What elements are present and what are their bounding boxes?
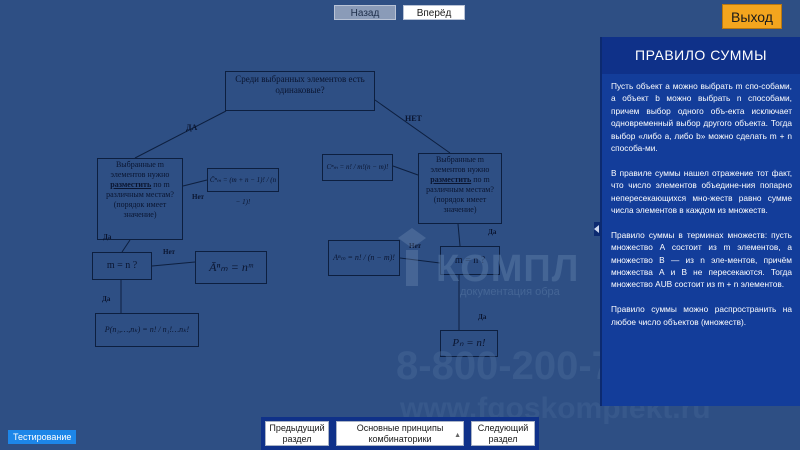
connector-right-no xyxy=(392,165,419,176)
topic-select[interactable]: Основные принципы комбинаторики ▲ xyxy=(336,421,464,446)
exit-button[interactable]: Выход xyxy=(722,4,782,29)
rule-body: Пусть объект а можно выбрать m спо-собам… xyxy=(602,74,800,328)
left-no-label: Нет xyxy=(192,193,204,201)
right-mn-text: m = n ? xyxy=(454,255,486,266)
topic-select-label: Основные принципы комбинаторики xyxy=(356,423,444,444)
rule-paragraph: В правиле суммы нашел отражение тот факт… xyxy=(611,167,792,216)
left-yes-label: Да xyxy=(103,233,112,241)
right-mn-box: m = n ? xyxy=(440,246,500,275)
left-question-box: Выбранные m элементов нужно разместить п… xyxy=(97,158,183,240)
testing-button[interactable]: Тестирование xyxy=(8,430,77,444)
connector-left-mn-no xyxy=(151,261,196,267)
panel-collapse-handle[interactable] xyxy=(594,222,600,236)
question-text: Среди выбранных элементов есть одинаковы… xyxy=(235,74,365,95)
rule-panel: ПРАВИЛО СУММЫ Пусть объект а можно выбра… xyxy=(600,37,800,406)
left-box-key: разместить xyxy=(110,180,152,189)
formula-permutations: Pₙ = n! xyxy=(440,330,498,357)
rule-paragraph: Правило суммы можно распространить на лю… xyxy=(611,304,792,327)
right-question-box: Выбранные m элементов нужно разместить п… xyxy=(418,153,502,224)
connector-yes xyxy=(134,110,227,159)
forward-button[interactable]: Вперёд xyxy=(403,5,465,20)
right-box-key: разместить xyxy=(430,175,472,184)
rule-paragraph: Пусть объект а можно выбрать m спо-собам… xyxy=(611,81,792,154)
right-box-pre: Выбранные m элементов нужно xyxy=(430,155,490,174)
formula-combinations-with-repetition: C̄ⁿₘ = (m + n − 1)! / (n − 1)! xyxy=(207,168,279,206)
connector-right-mn-no xyxy=(399,257,441,264)
right-box-post: по m различным местам? (порядок имеет зн… xyxy=(426,175,494,214)
rule-paragraph: Правило суммы в терминах множеств: пусть… xyxy=(611,229,792,290)
left-mn-no-label: Нет xyxy=(163,248,175,256)
formula-permutations-with-repetition: P(n₁,…,nₖ) = n! / n₁!…nₖ! xyxy=(95,313,199,347)
formula-arrangements: Aⁿₘ = n! / (n − m)! xyxy=(328,240,400,276)
next-section-button[interactable]: Следующий раздел xyxy=(471,421,535,446)
right-no-label: Нет xyxy=(409,242,421,250)
left-box-post: по m различным местам? (порядок имеет зн… xyxy=(106,180,174,219)
yes-label: ДА xyxy=(186,123,198,132)
formula-arrangements-with-repetition: Āⁿₘ = nᵐ xyxy=(195,251,267,284)
left-mn-box: m = n ? xyxy=(92,252,152,280)
left-mn-yes-label: Да xyxy=(102,295,111,303)
right-yes-label: Да xyxy=(488,228,497,236)
previous-section-button[interactable]: Предыдущий раздел xyxy=(265,421,329,446)
connector-left-no xyxy=(182,179,208,187)
connector-left-yes xyxy=(121,239,131,253)
formula-combinations: Cⁿₘ = n! / m!(n − m)! xyxy=(322,154,393,181)
rule-title: ПРАВИЛО СУММЫ xyxy=(602,37,800,74)
no-label: НЕТ xyxy=(405,114,422,123)
chevron-up-icon: ▲ xyxy=(454,432,461,439)
back-button[interactable]: Назад xyxy=(334,5,396,20)
flowchart-connectors xyxy=(120,99,461,330)
connector-no xyxy=(374,99,451,154)
left-box-pre: Выбранные m элементов нужно xyxy=(110,160,170,179)
right-mn-yes-label: Да xyxy=(478,313,487,321)
question-box: Среди выбранных элементов есть одинаковы… xyxy=(225,71,375,111)
chevron-left-icon xyxy=(594,225,599,233)
connector-right-yes xyxy=(457,223,461,247)
section-navigation-bar: Предыдущий раздел Основные принципы комб… xyxy=(261,417,539,450)
left-mn-text: m = n ? xyxy=(106,260,138,271)
